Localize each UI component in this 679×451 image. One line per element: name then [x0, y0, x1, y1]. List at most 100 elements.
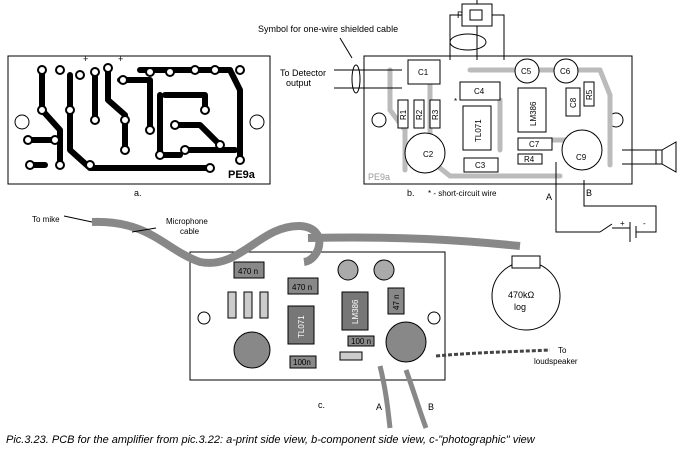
- resistor-bank: [227, 291, 269, 319]
- label-c2: C2: [423, 150, 434, 159]
- resistor-r5: [583, 81, 595, 107]
- detector-label: To Detector: [280, 68, 326, 78]
- resistor-r2: [413, 99, 425, 129]
- short-circuit-note: * - short-circuit wire: [428, 189, 497, 198]
- wire-a-label: A: [376, 402, 382, 412]
- to-loudspeaker-label: loudspeaker: [534, 357, 578, 366]
- detector-label: output: [286, 78, 312, 88]
- mount-hole: [371, 112, 387, 128]
- capacitor-100n: [347, 335, 375, 347]
- mount-hole: [249, 114, 265, 130]
- label-tl071: TL071: [474, 119, 483, 142]
- battery-minus: -: [643, 219, 646, 228]
- label-100n: 100n: [293, 358, 311, 367]
- detector-wires: [334, 69, 402, 89]
- capacitor-c3: [463, 157, 499, 173]
- label-r3: R3: [431, 109, 440, 120]
- label-47n: 47 n: [392, 294, 401, 310]
- pot-element: [469, 9, 483, 21]
- pot-wires: [449, 0, 505, 60]
- label-c1: C1: [418, 68, 429, 77]
- resistor-r1: [397, 99, 409, 129]
- label-100n: 100 n: [351, 337, 371, 346]
- capacitor-c7: [517, 137, 553, 151]
- potentiometer-terminals: [511, 255, 541, 269]
- print-side-panel: + + PE9a a.: [7, 54, 271, 198]
- capacitor-electrolytic: [337, 259, 359, 281]
- potentiometer-cable: [307, 233, 521, 250]
- microphone-cable-end: [63, 215, 93, 223]
- mic-cable-label: Microphone: [166, 217, 208, 226]
- solder-pads: [23, 63, 245, 173]
- star-mark: *: [454, 97, 457, 106]
- cable-symbol-pointer: [339, 37, 353, 59]
- loudspeaker-wires: [435, 348, 551, 358]
- pot-taper-label: log: [514, 302, 526, 312]
- battery-circuit: [555, 162, 657, 242]
- wire-b-label: B: [428, 402, 434, 412]
- plus-mark: +: [118, 54, 123, 64]
- mount-hole: [14, 114, 30, 130]
- board-mark: PE9a: [368, 172, 390, 182]
- capacitor-c9: [561, 129, 603, 171]
- mount-hole: [197, 311, 211, 325]
- label-c8: C8: [569, 97, 578, 108]
- label-r2: R2: [415, 109, 424, 120]
- component-side-panel: R1 R2 R3 R5 R4 C1 C4 C3 C7 C8 C5 C6 C2 C…: [258, 0, 677, 242]
- capacitor-electrolytic-large: [233, 331, 271, 369]
- photographic-panel: 470 n 470 n TL071 LM386 47 n 100 n 100n …: [32, 215, 578, 429]
- label-c6: C6: [560, 67, 571, 76]
- wire-b: [403, 369, 429, 429]
- mic-cable-pointer: [131, 227, 157, 233]
- ic-tl071: [287, 305, 315, 345]
- capacitor-c2: [404, 132, 446, 174]
- capacitor-470n: [287, 277, 319, 295]
- panel-label-a: a.: [134, 188, 142, 198]
- resistor-r3: [429, 99, 441, 129]
- capacitor-47n: [387, 287, 405, 315]
- label-r5: R5: [585, 89, 594, 100]
- to-loudspeaker-label: To: [558, 346, 567, 355]
- label-lm386: LM386: [351, 299, 360, 324]
- ic-tl071: [462, 105, 492, 151]
- capacitor-c4: [459, 81, 501, 101]
- to-mike-label: To mike: [32, 215, 60, 224]
- label-r4: R4: [524, 155, 535, 164]
- shield-symbol: [449, 33, 487, 51]
- capacitor-c8: [565, 87, 581, 117]
- resistor: [339, 351, 363, 361]
- capacitor-c1: [407, 59, 441, 85]
- mount-hole: [427, 311, 441, 325]
- capacitor-electrolytic-large: [385, 321, 427, 363]
- capacitor-c5: [514, 58, 540, 84]
- cable-symbol-label: Symbol for one-wire shielded cable: [258, 24, 398, 34]
- resistor-r4: [517, 153, 543, 165]
- plus-mark: +: [83, 54, 88, 64]
- cable-symbol: [351, 64, 361, 94]
- panel-label-b: b.: [407, 188, 415, 198]
- label-c5: C5: [521, 67, 532, 76]
- label-lm386: LM386: [529, 101, 538, 126]
- wire-b-label: B: [586, 188, 592, 198]
- label-470n: 470 n: [238, 267, 258, 276]
- capacitor-470n: [233, 261, 265, 279]
- wire-a-label: A: [546, 192, 552, 202]
- label-c9: C9: [576, 153, 587, 162]
- capacitor-electrolytic: [373, 259, 395, 281]
- capacitor-100n: [289, 355, 317, 369]
- ic-lm386: [517, 87, 547, 133]
- loudspeaker-icon: [622, 141, 677, 173]
- panel-label-c: c.: [318, 400, 325, 410]
- figure-caption: Pic.3.23. PCB for the amplifier from pic…: [6, 434, 536, 446]
- label-470n: 470 n: [292, 283, 312, 292]
- label-c7: C7: [529, 140, 540, 149]
- board-mark: PE9a: [228, 169, 256, 181]
- capacitor-c6: [553, 58, 579, 84]
- label-c3: C3: [475, 161, 486, 170]
- pot-value-label: 470kΩ: [508, 290, 535, 300]
- wire-a: [377, 365, 393, 429]
- label-c4: C4: [474, 87, 485, 96]
- mic-cable-label: cable: [180, 227, 200, 236]
- battery-plus: +: [620, 219, 625, 228]
